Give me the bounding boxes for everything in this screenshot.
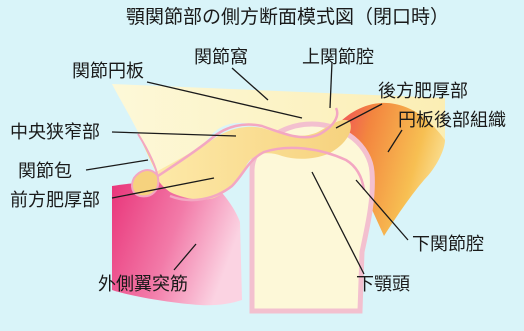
- label-condyle: 下顎頭: [356, 274, 410, 295]
- label-lower-joint-cavity: 下関節腔: [412, 234, 484, 255]
- label-anterior-band: 前方肥厚部: [10, 190, 100, 211]
- leader-joint-capsule: [86, 160, 148, 170]
- label-upper-joint-cavity: 上関節腔: [302, 47, 374, 68]
- label-articular-disc: 関節円板: [72, 61, 144, 82]
- label-lateral-pterygoid: 外側翼突筋: [98, 274, 188, 295]
- label-posterior-band: 後方肥厚部: [378, 81, 468, 102]
- label-joint-capsule: 関節包: [18, 161, 72, 182]
- diagram-title: 顎関節部の側方断面模式図（閉口時）: [126, 6, 449, 28]
- label-intermediate-zone: 中央狭窄部: [10, 122, 100, 143]
- label-glenoid-fossa: 関節窩: [194, 47, 248, 68]
- label-retrodiscal-tissue: 円板後部組織: [398, 110, 506, 131]
